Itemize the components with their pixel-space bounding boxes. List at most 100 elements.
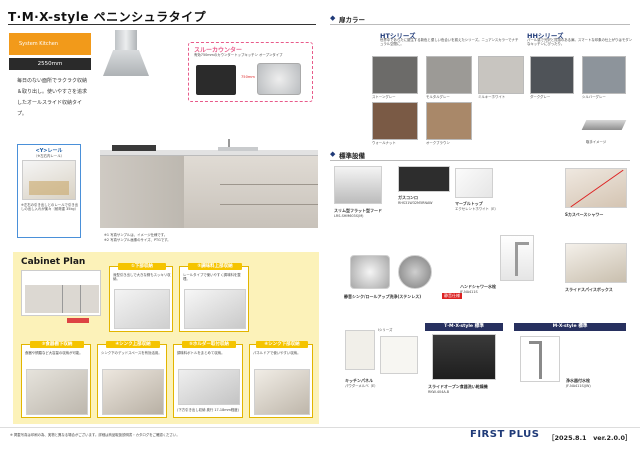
rail-drawer-photo	[22, 160, 76, 200]
cabinet-plan-section: Cabinet Plan ①下部収納 深型引き出しで大きな鍋もスッキリ収納。 ②…	[13, 252, 319, 424]
equipment-label-spice: スライドスパイスボックス	[565, 287, 613, 292]
door-color-rule	[330, 24, 630, 25]
kitchen-main-photo	[100, 128, 318, 228]
cabinet-cell-text: シンク下のデッドスペースを有効活用。	[101, 351, 162, 355]
cabinet-cell-4: ④シンク上部収納 シンク下のデッドスペースを有効活用。	[97, 341, 167, 418]
equipment-label-hood: スリム型フラット型フード	[334, 208, 382, 213]
equipment-label-sink: 静音シンク/ロールアップ洗浄(ステンレス)	[344, 294, 422, 299]
cooktop-thumbnail	[196, 65, 236, 95]
swatch-label: シルバーグレー	[582, 95, 606, 99]
cabinet-cell-5: ⑤ホルダー取付収納 調味料ボトルをまとめて収納。 (下方引き出し収納 奥行 17…	[173, 341, 243, 418]
standard-rule	[330, 160, 630, 161]
equipment-sub-stove: RHS31W32M5RNAW	[398, 201, 433, 205]
title-rule	[8, 24, 316, 25]
dishwasher-sub: RKW-404A-B	[428, 390, 450, 394]
kitchen-panel-swatch	[345, 330, 375, 370]
cabinet-cell-tag: ⑤ホルダー取付収納	[182, 341, 236, 348]
rail-title: <Y>レール	[35, 148, 63, 154]
cabinet-cell-1: ①下部収納 深型引き出しで大きな鍋もスッキリ収納。	[109, 263, 173, 332]
cabinet-cell-photo	[254, 369, 310, 415]
cabinet-cell-2: ②調味料上部収納 レールタイプで使いやすく調味料を整理。	[179, 263, 249, 332]
brand-logo: FIRST PLUS	[470, 429, 540, 440]
door-color-heading: 扉カラー	[339, 16, 365, 24]
dishwasher-photo	[432, 334, 496, 380]
cabinet-cell-photo	[26, 369, 88, 415]
silent-tag: 静音仕様	[442, 293, 462, 299]
cabinet-cell-tag: ②調味料上部収納	[188, 263, 242, 270]
equipment-label-shower: Sカスペースシャワー	[565, 212, 604, 217]
callout-title: スルーカウンター	[194, 47, 243, 54]
swatch-label: モルタルグレー	[426, 95, 450, 99]
photo-note-2: ※2 写真サンプル画像のサイズ、PTGです。	[104, 238, 171, 242]
panel-series-label: Iシリーズ	[378, 328, 393, 332]
dishwasher-caption: スライドオープン食器洗い乾燥機	[428, 384, 488, 389]
panel-sample	[380, 336, 418, 374]
equipment-sub-marble: エクセレントホワイト（E）	[455, 207, 498, 211]
callout-subtitle: 有効750mmのカウンタートップキッチン オープンタイプ	[194, 53, 283, 57]
rail-box: <Y>レール （※左右内レール） ※左右の引き出しとのレールで引き出しの出し入れ…	[17, 144, 81, 238]
cabinet-cell-6: ⑥シンク下部収納 パネルドアで使いやすい収納。	[249, 341, 313, 418]
cabinet-cell-text: パネルドアで使いやすい収納。	[253, 351, 301, 355]
cabinet-number-badge	[67, 318, 89, 323]
cabinet-cell-tag: ③食器棚下収納	[30, 341, 84, 348]
range-hood-image	[103, 30, 149, 78]
swatch-label: ストーングレー	[372, 95, 396, 99]
standard-heading: 標準設備	[339, 152, 365, 160]
color-swatch	[582, 56, 626, 94]
system-kitchen-badge: System Kitchen	[9, 33, 91, 55]
sink-thumbnail	[257, 63, 301, 95]
equipment-label-faucet: ハンドシャワー水栓	[460, 284, 496, 289]
swatch-label: ミルキーホワイト	[478, 95, 506, 99]
swatch-label: オークブラウン	[426, 141, 450, 145]
marble-top-photo	[455, 168, 493, 198]
range-hood-photo	[334, 166, 382, 204]
cabinet-overview-image	[21, 270, 101, 316]
color-swatch	[426, 56, 472, 94]
spice-box-photo	[565, 243, 627, 283]
diamond-icon: ◆	[330, 14, 336, 22]
hh-series-title: HHシリーズ	[527, 32, 564, 40]
equipment-sub-faucet: JF-NA411S	[460, 290, 478, 294]
cabinet-cell-3: ③食器棚下収納 食器や鍋類など大容量の収納が可能。	[21, 341, 91, 418]
cabinet-cell-photo	[178, 369, 240, 405]
faucet-photo	[500, 235, 534, 281]
color-swatch	[372, 102, 418, 140]
photo-note-1: ※1 写真サンプルは、イメージ仕様です。	[104, 233, 168, 237]
diamond-icon-2: ◆	[330, 150, 336, 158]
handle-label: 取手イメージ	[586, 140, 607, 144]
kitchen-description: 毎日のない面所でラクラク収納＆取り出し。使いやすさを追求したオールスライド収納タ…	[17, 78, 88, 117]
cabinet-cell-text: 調味料ボトルをまとめて収納。	[177, 351, 225, 355]
cabinet-cell-text: 深型引き出しで大きな鍋もスッキリ収納。	[113, 273, 171, 282]
water-faucet-photo	[520, 336, 560, 382]
color-swatch	[530, 56, 574, 94]
equipment-label-marble: マーブルトップ	[455, 201, 483, 206]
cabinet-cell-photo	[184, 289, 246, 329]
rail-subtitle: （※左右内レール）	[34, 154, 64, 158]
color-swatch	[478, 56, 524, 94]
cabinet-cell-tag: ①下部収納	[118, 263, 166, 270]
cabinet-cell-photo	[102, 369, 164, 415]
color-swatch	[426, 102, 472, 140]
panel-caption: キッチンパネル	[345, 378, 373, 383]
equipment-label-stove: ガスコンロ	[398, 195, 418, 200]
version-label: ［2025.8.1 ver.2.0.0］	[548, 434, 632, 442]
cabinet-cell-text: レールタイプで使いやすく調味料を整理。	[183, 273, 241, 282]
equipment-sub-hood: LRS-SHM603S(M)	[334, 214, 364, 218]
ht-series-desc: 世界中であらたに誕生する新色と優しい色合いを揃えたシリーズ。ニュアンスカラーでナ…	[380, 38, 519, 47]
cabinet-note: (下方引き出し収納 奥行 17-18mm程度)	[177, 408, 239, 412]
cabinet-cell-tag: ④シンク上部収納	[106, 341, 160, 348]
swatch-label: ウォールナット	[372, 141, 396, 145]
footer-note: ※ 掲載写真は印刷の為、実物と異なる場合がございます。詳細は商品取扱説明書・カタ…	[10, 433, 180, 437]
roll-down-photo	[398, 255, 432, 289]
hh-series-desc: パール感で光沢と質感のある扉。スマートな印象の仕上がりはモダンなキッチンにぴった…	[527, 38, 633, 47]
dimension-label: 750mm	[241, 75, 255, 79]
page-title: T·M·X-style ペニンシュラタイプ	[8, 10, 207, 24]
water-faucet-sub: JF-NA411S(JW)	[566, 384, 591, 388]
color-swatch	[372, 56, 418, 94]
kitchen-width: 2550mm	[9, 58, 91, 70]
cabinet-cell-photo	[114, 289, 170, 329]
cabinet-plan-heading: Cabinet Plan	[21, 257, 86, 267]
handle-image	[581, 120, 627, 130]
ht-series-title: HTシリーズ	[380, 32, 416, 40]
cabinet-cell-tag: ⑥シンク下部収納	[256, 341, 308, 348]
